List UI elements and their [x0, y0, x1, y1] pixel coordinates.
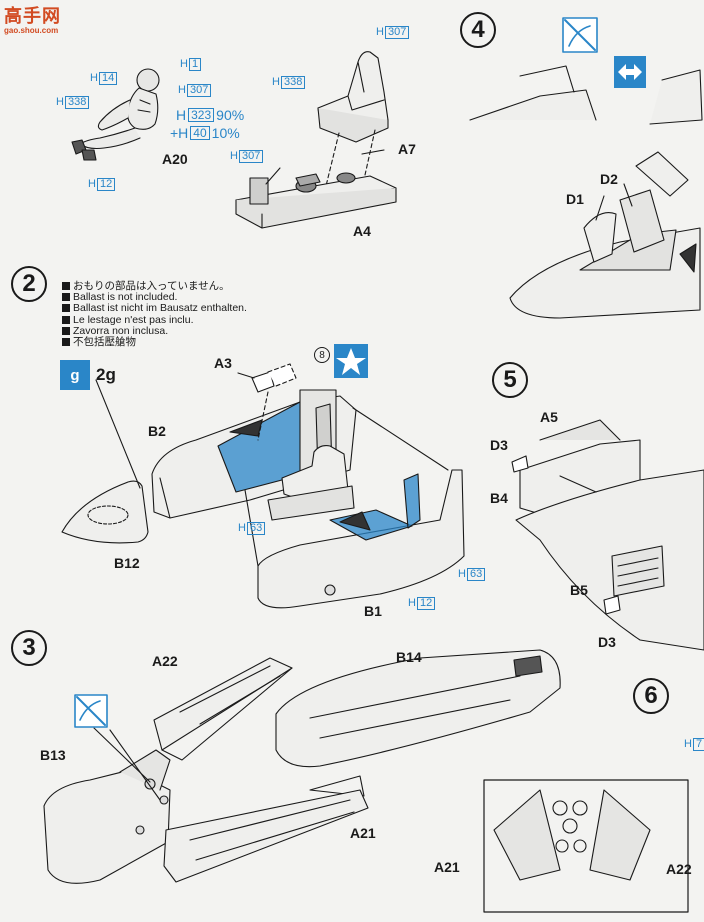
- weight-icon: g: [60, 360, 90, 390]
- step-number-2: 2: [11, 266, 47, 302]
- part-label-a3: A3: [214, 355, 232, 371]
- part-a3-drawing: [251, 363, 297, 393]
- part-label-a4: A4: [353, 223, 371, 239]
- fuselage-step5-drawing: [511, 419, 704, 651]
- weight-value: 2g: [96, 365, 116, 384]
- ballast-note-fr: Le lestage n'est pas inclu.: [73, 313, 194, 326]
- ballast-note: おもりの部品は入っていません。 Ballast is not included.…: [62, 280, 247, 349]
- no-glue-icon-step3: [74, 694, 108, 728]
- step-number-6: 6: [633, 678, 669, 714]
- part-label-d1: D1: [566, 191, 584, 207]
- cockpit-seat-drawing: [267, 445, 355, 521]
- movable-arrows-icon: [614, 56, 646, 88]
- part-label-d3-lower: D3: [598, 634, 616, 650]
- pilot-figure-drawing: [71, 68, 160, 161]
- wing-a21-drawing: [163, 789, 369, 883]
- part-label-a7: A7: [398, 141, 416, 157]
- fuselage-b14-drawing: [275, 649, 561, 797]
- canopy-assembly-drawing: [469, 65, 703, 319]
- step-number-4: 4: [460, 12, 496, 48]
- step-number-5: 5: [492, 362, 528, 398]
- no-glue-icon-step4: [562, 17, 598, 53]
- part-label-a5: A5: [540, 409, 558, 425]
- part-label-b5: B5: [570, 582, 588, 598]
- part-label-b2: B2: [148, 423, 166, 439]
- part-label-b12: B12: [114, 555, 140, 571]
- part-label-d2: D2: [600, 171, 618, 187]
- ballast-note-it: Zavorra non inclusa.: [73, 324, 169, 337]
- part-label-b4: B4: [490, 490, 508, 506]
- seat-a7-drawing: [317, 51, 389, 143]
- ballast-note-zh: 不包括壓艙物: [73, 336, 136, 349]
- part-label-b14: B14: [396, 649, 422, 665]
- ballast-weight: g 2g: [60, 360, 116, 390]
- inset-label-a22: A22: [666, 861, 692, 877]
- base-a4-drawing: [235, 172, 397, 229]
- watermark-url: gao.shou.com: [4, 26, 59, 35]
- step-number-3: 3: [11, 630, 47, 666]
- decal-star-icon: [334, 344, 368, 378]
- part-label-b1: B1: [364, 603, 382, 619]
- ballast-note-de: Ballast ist nicht im Bausatz enthalten.: [73, 302, 247, 315]
- detail-inset-box-drawing: [483, 779, 689, 913]
- part-label-a20: A20: [162, 151, 188, 167]
- watermark-text: 高手网: [4, 6, 61, 26]
- inset-label-a21: A21: [434, 859, 460, 875]
- watermark-logo: 高手网 gao.shou.com: [4, 2, 61, 35]
- fuselage-b13-drawing: [43, 749, 171, 884]
- part-label-a21: A21: [350, 825, 376, 841]
- wing-a22-drawing: [153, 657, 293, 761]
- decal-number: 8: [314, 347, 330, 363]
- nose-cone-b12-drawing: [61, 480, 149, 544]
- part-label-a22: A22: [152, 653, 178, 669]
- ballast-note-ja: おもりの部品は入っていません。: [73, 280, 230, 292]
- part-label-b13: B13: [40, 747, 66, 763]
- fuselage-b1-drawing: [257, 469, 465, 609]
- part-label-d3-upper: D3: [490, 437, 508, 453]
- ballast-note-en: Ballast is not included.: [73, 291, 178, 304]
